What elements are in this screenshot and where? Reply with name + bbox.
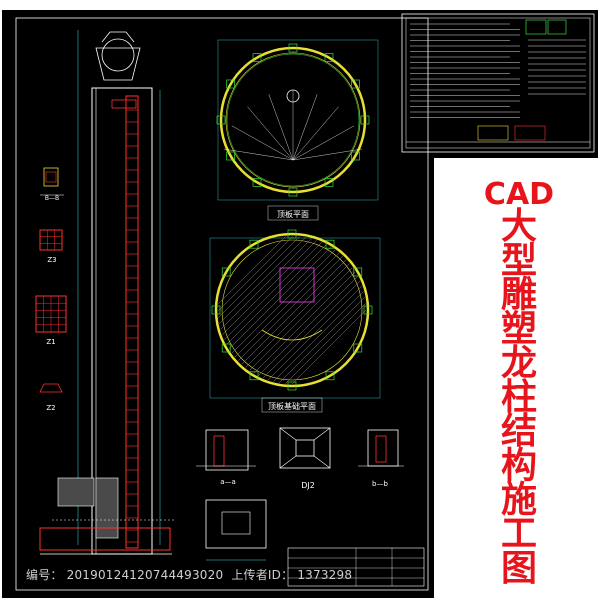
dj2-label: DJ2 [301,481,315,490]
title-char: 工 [501,514,537,555]
title-char: 构 [501,445,537,486]
title-char: 塑 [501,309,537,350]
title-char: 图 [501,548,537,589]
footer-info: 编号：20190124120744493020 上传者ID：1373298 [26,566,356,583]
title-char: 型 [501,240,537,281]
title-char: 柱 [501,377,537,418]
section-b-b: b—b [358,429,404,488]
bottom-circular-plan: 顶板基础平面 [209,229,381,413]
uploader-value: 1373298 [297,568,353,582]
section-b-label: B—B [45,195,59,202]
title-char: 结 [501,411,537,452]
column-elevation [39,30,174,555]
title-char: CAD [484,177,554,212]
uploader-label: 上传者ID： [231,568,294,582]
id-label: 编号： [26,568,63,582]
section-b-b-label: b—b [372,480,388,488]
bottom-plan-label: 顶板基础平面 [268,401,316,411]
title-char: 雕 [501,275,537,316]
section-a-label: a—a [220,478,236,486]
z2-label: Z2 [46,404,55,412]
title-char: 龙 [501,343,537,384]
foundation-dj2: DJ2 [279,427,331,490]
top-circular-plan: 顶板平面 [216,39,379,221]
section-a-a: a—a [196,429,256,486]
z3-label: Z3 [47,256,56,264]
z1-label: Z1 [46,338,55,346]
title-char: 施 [501,480,537,521]
detail-z3: Z3 [39,229,63,264]
title-char: 大 [501,206,537,247]
detail-z1: Z1 [35,295,67,346]
small-detail-b: B—B [40,167,64,202]
foundation-plan-detail [205,499,267,561]
inset-drawing-area [398,10,598,158]
id-value: 20190124120744493020 [66,568,224,582]
inset-notes-sheet [401,13,595,153]
detail-z2: Z2 [39,383,63,412]
drawing-frame [15,17,429,591]
title-block [287,547,425,587]
top-plan-label: 顶板平面 [277,209,309,219]
